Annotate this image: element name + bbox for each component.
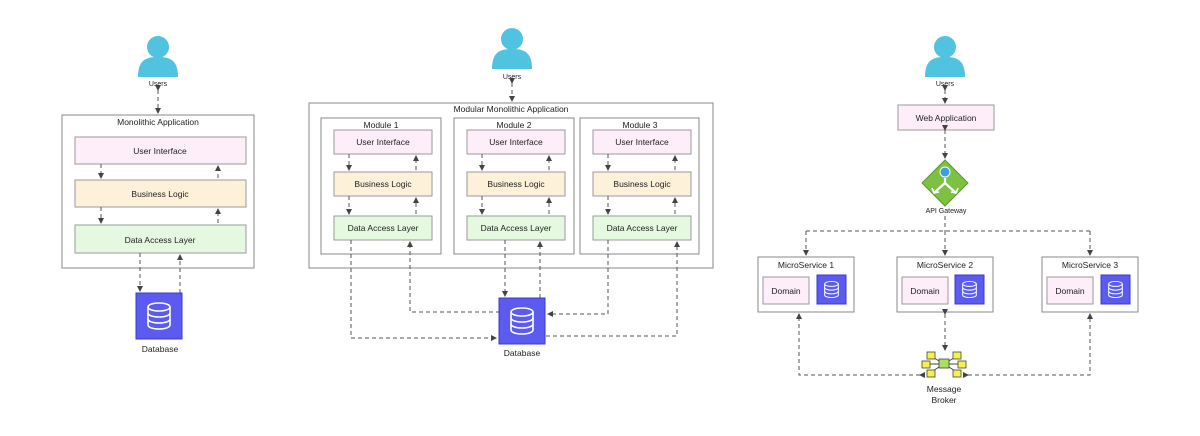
module-2-user-interface-box (466, 129, 566, 155)
microservice-1-domain-label: Domain (771, 286, 801, 296)
module-3-user-interface-box (592, 129, 692, 155)
users-label: Users (149, 81, 168, 88)
module-2-business-logic-label: Business Logic (487, 179, 545, 189)
mono-user-interface-label: User Interface (133, 146, 187, 156)
users-label: Users (936, 81, 955, 88)
microservice-2-domain-label: Domain (910, 286, 940, 296)
mono-database-label: Database (142, 344, 179, 354)
broker-to-ms3-connector (963, 313, 1093, 378)
modular-database-box (498, 297, 546, 345)
modular-monolith-section: Users Modular Monolithic Application Mod… (308, 28, 714, 358)
mono-business-logic-box (74, 179, 247, 208)
message-broker-icon (921, 351, 967, 378)
user-icon (138, 36, 178, 77)
module-1-data-access-label: Data Access Layer (348, 223, 419, 233)
module-3-business-logic-box (592, 171, 692, 197)
api-gateway-icon (921, 159, 969, 207)
module-2-data-access-box (466, 215, 566, 241)
module-1-dal-to-db-connector (350, 240, 497, 341)
monolithic-app-title: Monolithic Application (117, 117, 199, 127)
module-1-business-logic-label: Business Logic (354, 179, 412, 189)
modular-database-label: Database (504, 348, 541, 358)
microservice-1-db-box (816, 274, 847, 305)
module-1-user-interface-label: User Interface (356, 137, 410, 147)
module-3-data-access-label: Data Access Layer (607, 223, 678, 233)
microservice-3-db-box (1100, 274, 1131, 305)
module-1-user-interface-box (333, 129, 433, 155)
microservice-3-domain-box (1046, 276, 1094, 305)
mono-database-box (135, 292, 183, 340)
microservice-3-domain-label: Domain (1055, 286, 1085, 296)
modular-app-title: Modular Monolithic Application (454, 104, 569, 114)
broker-to-ms1-connector (796, 313, 925, 378)
message-broker-label-line-2: Broker (931, 395, 956, 405)
user-icon (925, 36, 965, 77)
module-1-data-access-box (333, 215, 433, 241)
module-1-business-logic-box (333, 171, 433, 197)
monolithic-section: Users Monolithic Application User Interf… (61, 36, 255, 354)
api-gateway-label: API Gateway (926, 208, 967, 215)
mono-data-access-box (74, 224, 247, 254)
mono-data-access-label: Data Access Layer (125, 235, 196, 245)
module-3-data-access-box (592, 215, 692, 241)
module-2-title: Module 2 (497, 120, 532, 130)
microservice-3-title: MicroService 3 (1062, 260, 1118, 270)
db-to-module-3-connector (546, 241, 680, 337)
microservice-2-title: MicroService 2 (917, 260, 973, 270)
microservice-2-domain-box (901, 276, 949, 305)
microservice-1-title: MicroService 1 (778, 260, 834, 270)
microservice-1-domain-box (762, 276, 810, 305)
message-broker-label-line-1: Message (927, 384, 962, 394)
module-2-user-interface-label: User Interface (489, 137, 543, 147)
users-label: Users (503, 74, 522, 81)
microservice-2-db-box (954, 274, 985, 305)
module-3-user-interface-label: User Interface (615, 137, 669, 147)
module-3-dal-to-db-connector (547, 240, 609, 317)
web-application-label: Web Application (916, 113, 977, 123)
mono-business-logic-label: Business Logic (131, 189, 189, 199)
module-3-business-logic-label: Business Logic (613, 179, 671, 189)
module-2-business-logic-box (466, 171, 566, 197)
mono-user-interface-box (74, 136, 247, 165)
user-icon (492, 28, 532, 69)
module-2-data-access-label: Data Access Layer (481, 223, 552, 233)
microservices-section: Users Web Application API Gateway MicroS… (757, 36, 1139, 405)
module-1-title: Module 1 (364, 120, 399, 130)
module-3-title: Module 3 (623, 120, 658, 130)
db-to-module-1-connector (407, 241, 500, 313)
